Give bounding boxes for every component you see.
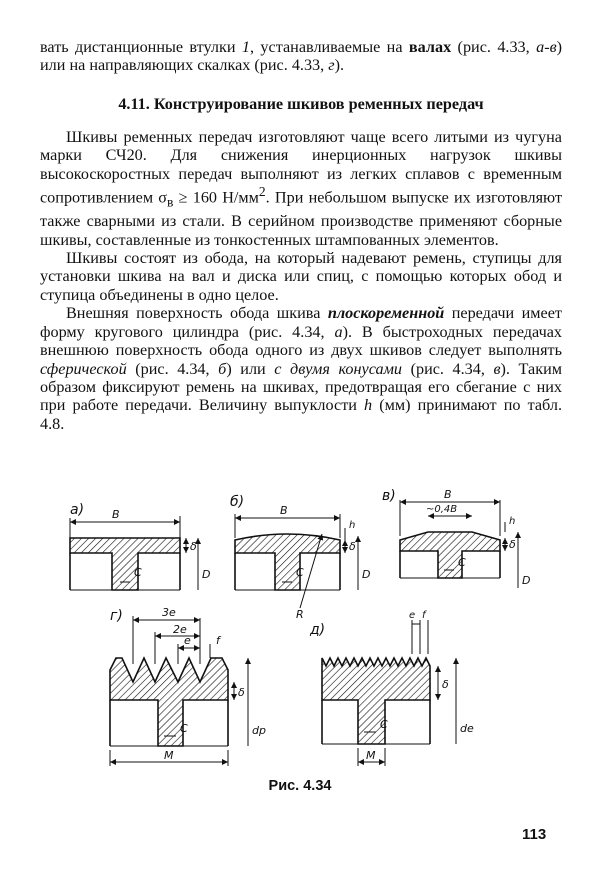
- dim-label: C: [458, 556, 466, 569]
- intro-ref: 1: [241, 38, 250, 56]
- grooved-rim-section: [109, 656, 229, 747]
- term-flat-belt: плоскоременной: [327, 304, 445, 323]
- panel-letter: б): [230, 494, 244, 510]
- intro-text: (рис. 4.33,: [451, 38, 537, 56]
- intro-text: , устанавливаемые на: [250, 38, 409, 56]
- dim-label: f: [422, 610, 427, 621]
- term-spherical: сферической: [40, 359, 127, 378]
- dim-label: h: [509, 516, 515, 527]
- dim-label: C: [180, 722, 188, 735]
- intro-ref: а-в: [536, 38, 557, 56]
- page-number: 113: [522, 826, 547, 843]
- dim-label: dp: [252, 724, 266, 737]
- panel-letter: в): [382, 488, 396, 504]
- figure-4-34: а) B C δ D б) B: [69, 488, 530, 766]
- figure-caption: Рис. 4.34: [268, 778, 332, 794]
- dim-label: δ: [238, 686, 245, 699]
- intro-text: ).: [334, 56, 345, 75]
- dim-label: B: [444, 488, 452, 501]
- dim-label: C: [296, 566, 304, 579]
- dim-label: M: [366, 749, 376, 762]
- dim-label: δ: [349, 540, 356, 553]
- dim-label: C: [380, 718, 388, 731]
- intro-bold-term: валах: [408, 38, 452, 56]
- dim-label: D: [522, 574, 530, 587]
- dim-label: de: [460, 722, 474, 735]
- dim-label: h: [349, 520, 355, 531]
- dim-label: ~0,4B: [426, 504, 457, 515]
- panel-c: в) B ~0,4B C h δ D: [382, 488, 530, 588]
- dim-label: B: [280, 504, 288, 517]
- panel-letter: а): [70, 502, 84, 518]
- dim-label: B: [112, 508, 120, 521]
- section-heading: 4.11. Конструирование шкивов ременных пе…: [118, 95, 484, 113]
- dim-label: δ: [442, 678, 449, 691]
- panel-a: а) B C δ D: [69, 502, 210, 591]
- dim-label: e: [409, 610, 415, 621]
- intro-ref: г: [328, 56, 335, 75]
- dim-label: f: [216, 634, 222, 647]
- dim-label: D: [202, 568, 210, 581]
- paragraph-rim-surface: Внешняя поверхность обода шкива плоскоре…: [40, 304, 562, 433]
- dim-label: 2e: [173, 623, 187, 636]
- intro-text: ) или на направляющих скалках (рис. 4.33…: [40, 38, 562, 75]
- body-text: Шкивы ременных передач изготовляют чаще …: [40, 128, 562, 433]
- panel-letter: д): [309, 622, 325, 638]
- panel-b: б) B C h δ D R: [230, 494, 370, 621]
- dim-label: δ: [509, 538, 516, 551]
- panel-e: д) e f C M δ de: [309, 610, 474, 766]
- rim-section: [399, 531, 501, 579]
- dim-label: e: [184, 634, 191, 647]
- paragraph-materials: Шкивы ременных передач изготовляют чаще …: [40, 128, 563, 249]
- dim-label: M: [164, 749, 174, 762]
- intro-text: вать дистанционные втулки: [40, 38, 242, 56]
- ribbed-rim-section: [321, 656, 431, 745]
- intro-paragraph: вать дистанционные втулки 1, устанавлива…: [40, 38, 562, 75]
- paragraph-structure: Шкивы состоят из обода, на который надев…: [40, 249, 562, 304]
- panel-letter: г): [110, 608, 123, 624]
- term-two-cones: с двумя конусами: [274, 359, 403, 378]
- dim-label: D: [362, 568, 370, 581]
- dim-label: 3e: [162, 606, 176, 619]
- dim-label: C: [134, 566, 142, 579]
- panel-d: г) 3e 2e e f C M δ dp: [109, 606, 266, 766]
- dim-label: δ: [190, 540, 197, 553]
- dim-label: R: [296, 608, 304, 621]
